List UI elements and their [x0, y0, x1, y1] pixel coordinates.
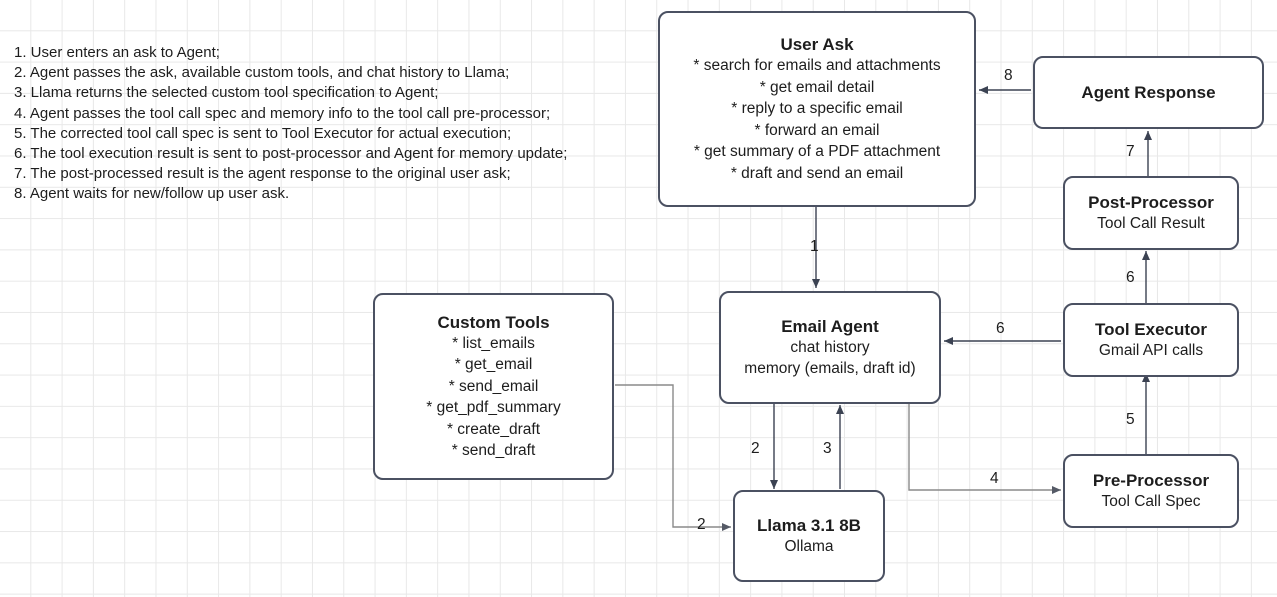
node-agent-response-title: Agent Response — [1081, 83, 1216, 102]
legend-item-4: 4. Agent passes the tool call spec and m… — [14, 104, 551, 122]
edge-label-7: 7 — [1126, 143, 1135, 160]
node-agent-response[interactable]: Agent Response — [1033, 56, 1264, 129]
node-custom-tools-title: Custom Tools — [437, 312, 550, 332]
node-post-processor-sub: Tool Call Result — [1097, 214, 1205, 232]
node-custom-tools-line-4: * get_pdf_summary — [426, 399, 561, 416]
node-user-ask-line-6: * draft and send an email — [730, 164, 904, 182]
node-post-processor-title: Post-Processor — [1088, 192, 1214, 212]
node-custom-tools-line-1: * list_emails — [452, 334, 535, 352]
edge-label-2a: 2 — [751, 440, 760, 457]
node-tool-executor[interactable]: Tool Executor Gmail API calls — [1063, 303, 1239, 377]
node-custom-tools-line-3: * send_email — [448, 377, 539, 395]
node-custom-tools[interactable]: Custom Tools * list_emails * get_email *… — [373, 293, 614, 480]
node-pre-processor-sub: Tool Call Spec — [1101, 492, 1201, 510]
node-pre-processor[interactable]: Pre-Processor Tool Call Spec — [1063, 454, 1239, 528]
edge-label-5: 5 — [1126, 411, 1135, 428]
node-custom-tools-line-6: * send_draft — [451, 442, 536, 459]
edge-4-path — [908, 404, 1061, 494]
edge-label-8: 8 — [1004, 67, 1013, 84]
node-user-ask-line-5: * get summary of a PDF attachment — [693, 143, 941, 160]
edge-2b-path — [615, 384, 731, 531]
node-email-agent[interactable]: Email Agent chat history memory (emails,… — [719, 291, 941, 404]
node-user-ask-line-3: * reply to a specific email — [731, 100, 903, 117]
node-email-agent-line-1: chat history — [790, 338, 870, 356]
node-pre-processor-title: Pre-Processor — [1092, 470, 1210, 490]
node-email-agent-line-2: memory (emails, draft id) — [744, 360, 916, 377]
node-email-agent-title: Email Agent — [781, 316, 879, 336]
edge-label-1: 1 — [810, 238, 819, 255]
edge-label-2b: 2 — [697, 516, 706, 533]
legend-item-1: 1. User enters an ask to Agent; — [14, 44, 220, 61]
node-custom-tools-line-2: * get_email — [454, 356, 533, 373]
node-tool-executor-sub: Gmail API calls — [1098, 341, 1204, 359]
legend-item-5: 5. The corrected tool call spec is sent … — [14, 124, 512, 142]
edge-label-4: 4 — [990, 470, 999, 487]
node-user-ask-line-4: * forward an email — [754, 121, 880, 139]
legend-item-3: 3. Llama returns the selected custom too… — [14, 84, 439, 102]
legend-item-8: 8. Agent waits for new/follow up user as… — [14, 185, 290, 203]
edge-label-6b: 6 — [996, 320, 1005, 337]
node-user-ask-line-2: * get email detail — [759, 78, 875, 96]
node-llama[interactable]: Llama 3.1 8B Ollama — [733, 490, 885, 582]
node-user-ask-line-1: * search for emails and attachments — [693, 57, 941, 74]
node-llama-sub: Ollama — [784, 537, 834, 555]
legend: 1. User enters an ask to Agent; 2. Agent… — [14, 43, 567, 205]
legend-item-6: 6. The tool execution result is sent to … — [14, 145, 568, 163]
node-llama-title: Llama 3.1 8B — [757, 515, 861, 535]
edge-label-3: 3 — [823, 440, 832, 457]
legend-item-7: 7. The post-processed result is the agen… — [14, 165, 511, 183]
node-custom-tools-line-5: * create_draft — [446, 420, 541, 438]
node-tool-executor-title: Tool Executor — [1094, 319, 1208, 339]
node-post-processor[interactable]: Post-Processor Tool Call Result — [1063, 176, 1239, 250]
legend-item-2: 2. Agent passes the ask, available custo… — [14, 64, 510, 82]
edge-label-6a: 6 — [1126, 269, 1135, 286]
node-user-ask-title: User Ask — [780, 35, 854, 54]
node-user-ask[interactable]: User Ask * search for emails and attachm… — [658, 11, 976, 207]
